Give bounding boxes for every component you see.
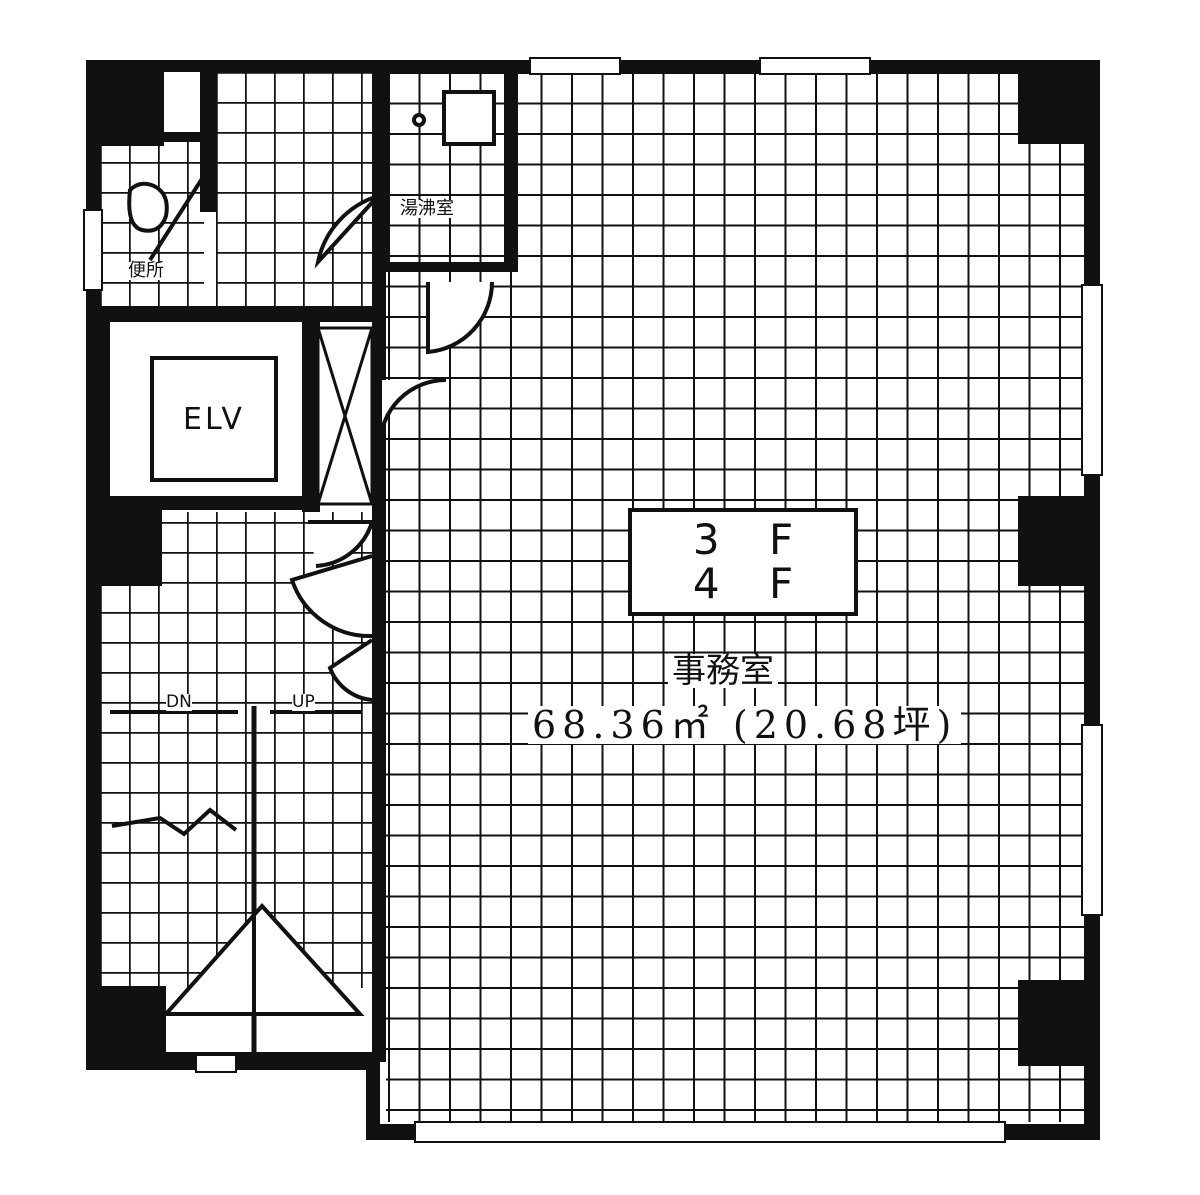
stairs <box>110 706 372 1056</box>
office-area-label: 68.36㎡ (20.68坪) <box>528 706 962 744</box>
floor-level-box: 3 F 4 F <box>628 508 858 616</box>
doors <box>148 158 495 702</box>
floor-label-4f: 4 F <box>692 559 812 608</box>
windows <box>83 57 1103 1143</box>
kitchenette-label: 湯沸室 <box>398 198 456 219</box>
pipe-shaft <box>316 326 374 506</box>
floor-label-3f: 3 F <box>692 514 812 564</box>
interior-walls <box>100 72 518 1062</box>
sink-fixture <box>412 90 496 146</box>
columns <box>86 60 1100 1070</box>
elevator-label: ELV <box>183 401 245 437</box>
restroom-floor <box>216 72 374 308</box>
toilet-label: 便所 <box>126 260 166 281</box>
office-name-label: 事務室 <box>668 654 778 688</box>
elevator-box: ELV <box>150 356 278 482</box>
stair-up-label: UP <box>292 692 315 712</box>
stair-down-label: DN <box>166 692 192 712</box>
toilet-fixture <box>127 181 169 233</box>
